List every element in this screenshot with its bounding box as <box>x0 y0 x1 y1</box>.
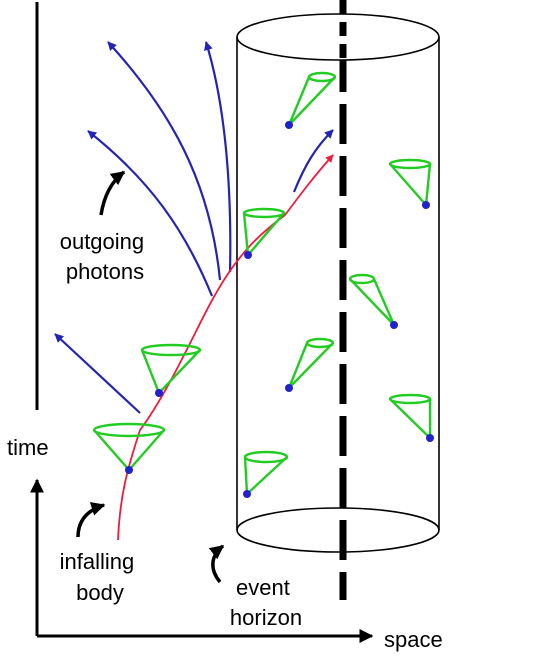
outgoing-photons-label-line-2: photons <box>66 259 144 284</box>
event-horizon-pointer <box>208 544 225 584</box>
infalling-body-label-line-2: body <box>76 580 124 605</box>
event-dot <box>390 321 398 329</box>
photon-ray <box>87 130 214 297</box>
event-horizon-label: event horizon <box>230 575 302 630</box>
light-cone <box>388 158 432 206</box>
light-cone <box>140 343 202 394</box>
event-dot <box>285 121 293 129</box>
light-cone <box>388 393 432 439</box>
event-dot <box>244 251 252 259</box>
photon-ray <box>107 41 222 281</box>
event-dot <box>125 466 133 474</box>
light-cone <box>348 273 396 326</box>
infalling-body-label: infalling body <box>60 549 141 605</box>
event-horizon-label-line-2: horizon <box>230 605 302 630</box>
photon-ray <box>292 129 334 193</box>
light-cone <box>92 422 166 471</box>
event-points <box>125 121 434 498</box>
light-cone <box>287 337 335 389</box>
infalling-worldline <box>117 154 334 541</box>
outgoing-photons-label-line-1: outgoing <box>60 229 144 254</box>
event-horizon-label-line-1: event <box>236 575 290 600</box>
infalling-body-label-line-1: infalling <box>60 549 135 574</box>
light-cone <box>243 450 289 495</box>
outgoing-photons-pointer <box>99 170 126 216</box>
light-cones <box>92 71 432 495</box>
event-dot <box>426 434 434 442</box>
label-pointers <box>76 170 225 584</box>
photon-ray <box>204 41 232 273</box>
event-dot <box>422 201 430 209</box>
light-cone <box>287 71 337 126</box>
event-dot <box>243 490 251 498</box>
event-dot <box>155 389 163 397</box>
outgoing-photons-label: outgoing photons <box>60 229 151 284</box>
time-axis-label: time <box>7 435 49 460</box>
event-horizon-cylinder <box>236 13 440 553</box>
infalling-body-pointer <box>76 502 106 538</box>
horizon-bottom-ellipse <box>236 507 440 553</box>
spacetime-axes <box>30 478 374 643</box>
event-dot <box>285 384 293 392</box>
photon-ray <box>54 333 141 414</box>
space-axis-label: space <box>384 627 443 652</box>
outgoing-photon-worldlines <box>54 41 334 414</box>
light-cone <box>242 207 286 256</box>
horizon-top-ellipse <box>236 13 440 61</box>
